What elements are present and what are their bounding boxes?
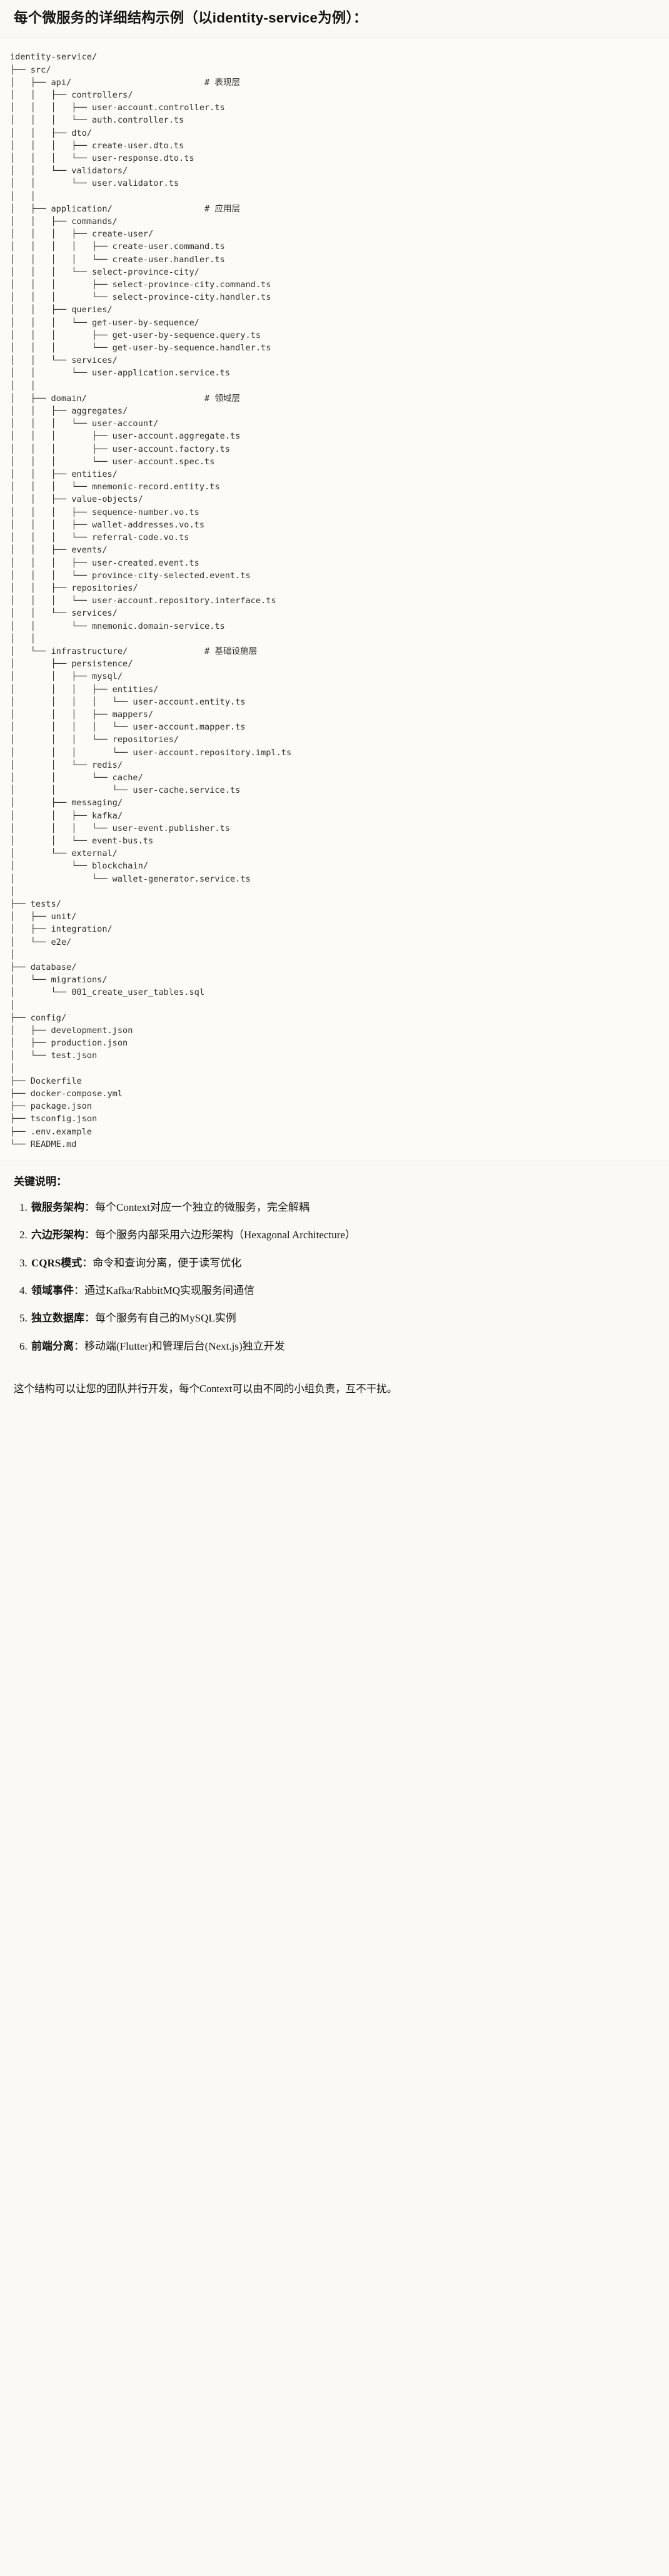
document-page: 每个微服务的详细结构示例（以identity-service为例）： ident… <box>0 0 669 1398</box>
key-desc: ：移动端(Flutter)和管理后台(Next.js)独立开发 <box>74 1340 285 1352</box>
list-item: CQRS模式：命令和查询分离，便于读写优化 <box>30 1255 655 1271</box>
key-notes-list: 微服务架构：每个Context对应一个独立的微服务，完全解耦 六边形架构：每个服… <box>14 1199 655 1355</box>
list-item: 独立数据库：每个服务有自己的MySQL实例 <box>30 1310 655 1326</box>
key-desc: ：通过Kafka/RabbitMQ实现服务间通信 <box>74 1285 254 1297</box>
key-term: 微服务架构 <box>31 1201 84 1214</box>
page-title: 每个微服务的详细结构示例（以identity-service为例）： <box>14 10 368 26</box>
list-item: 微服务架构：每个Context对应一个独立的微服务，完全解耦 <box>30 1199 655 1216</box>
key-term: 前端分离 <box>31 1340 74 1352</box>
key-term: 领域事件 <box>31 1285 74 1297</box>
key-term: CQRS模式 <box>31 1256 83 1269</box>
list-item: 领域事件：通过Kafka/RabbitMQ实现服务间通信 <box>30 1283 655 1299</box>
list-item: 六边形架构：每个服务内部采用六边形架构（Hexagonal Architectu… <box>30 1227 655 1243</box>
key-term: 独立数据库 <box>31 1312 84 1325</box>
list-item: 前端分离：移动端(Flutter)和管理后台(Next.js)独立开发 <box>30 1338 655 1355</box>
closing-paragraph: 这个结构可以让您的团队并行开发，每个Context可以由不同的小组负责，互不干扰… <box>14 1383 398 1395</box>
code-block: identity-service/ ├── src/ │ ├── api/ # … <box>0 38 669 1161</box>
key-notes-section: 关键说明： 微服务架构：每个Context对应一个独立的微服务，完全解耦 六边形… <box>0 1161 669 1371</box>
key-desc: ：每个服务内部采用六边形架构（Hexagonal Architecture） <box>84 1229 356 1241</box>
key-notes-heading: 关键说明： <box>14 1176 67 1188</box>
key-desc: ：每个Context对应一个独立的微服务，完全解耦 <box>84 1201 309 1214</box>
key-desc: ：命令和查询分离，便于读写优化 <box>82 1256 242 1269</box>
key-term: 六边形架构 <box>31 1229 84 1241</box>
key-desc: ：每个服务有自己的MySQL实例 <box>84 1312 236 1325</box>
directory-tree[interactable]: identity-service/ ├── src/ │ ├── api/ # … <box>10 52 292 1149</box>
